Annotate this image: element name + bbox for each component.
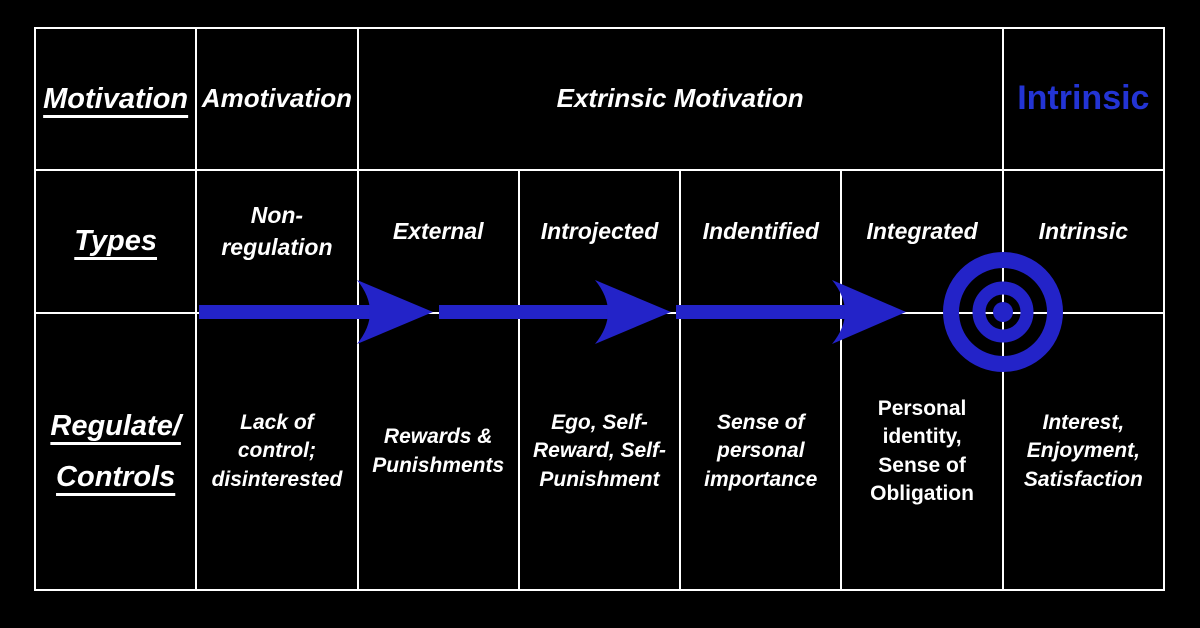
types-cell-non-regulation: Non- regulation: [197, 171, 357, 312]
controls-cell-lack-of-control: Lack of control; disinterested: [197, 314, 357, 589]
controls-row-label: Regulate/ Controls: [36, 314, 196, 589]
motivation-row-label: Motivation: [36, 29, 196, 169]
types-row-label: Types: [36, 171, 196, 312]
types-cell-external: External: [358, 171, 518, 312]
types-cell-introjected: Introjected: [519, 171, 680, 312]
amotivation-header-cell: Amotivation: [197, 29, 357, 169]
types-cell-indentified: Indentified: [681, 171, 841, 312]
controls-cell-rewards-punishments: Rewards & Punishments: [358, 314, 518, 589]
motivation-table: Motivation Amotivation Extrinsic Motivat…: [34, 27, 1165, 591]
controls-cell-sense-of-importance: Sense of personal importance: [681, 314, 841, 589]
controls-cell-interest-enjoyment: Interest, Enjoyment, Satisfaction: [1003, 314, 1163, 589]
controls-cell-ego-self-reward: Ego, Self- Reward, Self- Punishment: [519, 314, 680, 589]
types-cell-integrated: Integrated: [842, 171, 1002, 312]
controls-cell-personal-identity: Personal identity, Sense of Obligation: [842, 314, 1002, 589]
intrinsic-header-cell: Intrinsic: [1003, 29, 1163, 169]
extrinsic-motivation-header-cell: Extrinsic Motivation: [358, 29, 1002, 169]
types-cell-intrinsic: Intrinsic: [1003, 171, 1163, 312]
